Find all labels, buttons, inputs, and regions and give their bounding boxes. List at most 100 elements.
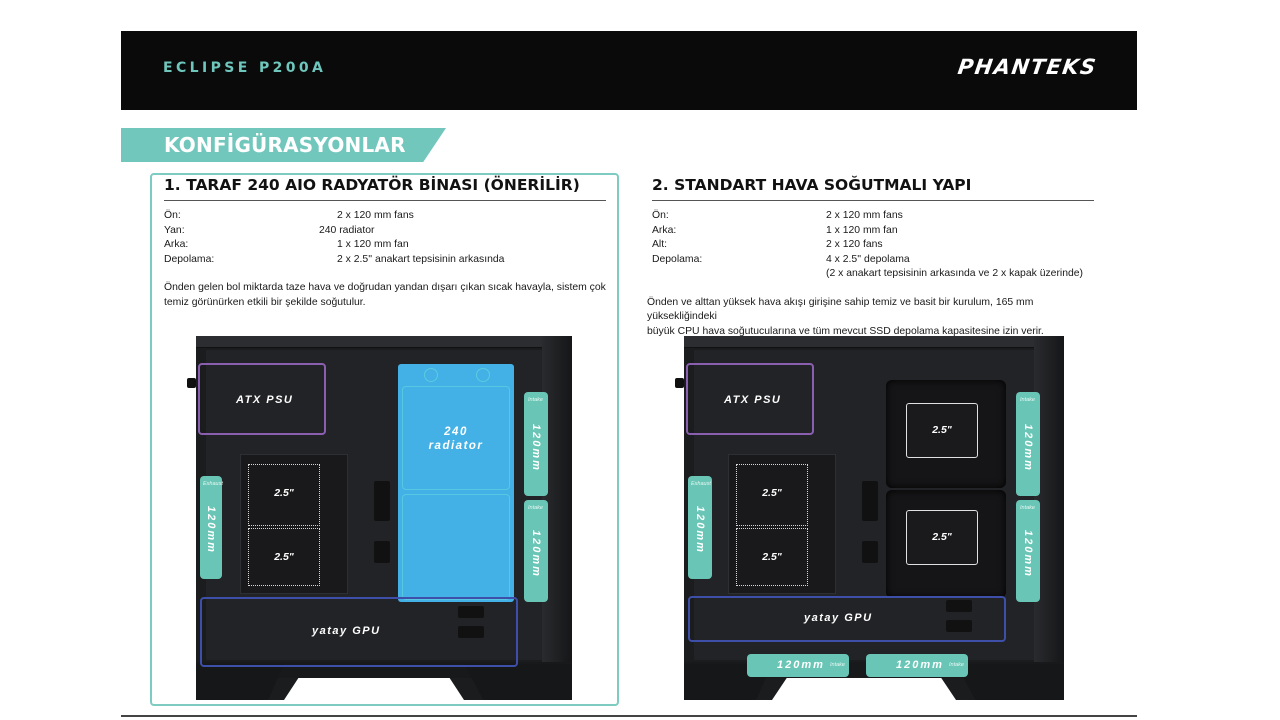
fan-front-bottom-intake: Intake 120mm — [1016, 500, 1040, 602]
fan-front-top-intake: Intake 120mm — [524, 392, 548, 496]
product-name: ECLIPSE P200A — [163, 60, 327, 76]
fan-rear-exhaust: Exhaust 120mm — [200, 476, 223, 579]
spec-row: Yan: 240 radiator — [164, 224, 606, 239]
config-1: 1. TARAF 240 AIO RADYATÖR BİNASI (ÖNERİL… — [164, 176, 606, 310]
drive-slot: 2.5" — [248, 464, 320, 526]
description-line: büyük CPU hava soğutucularına ve tüm mev… — [647, 325, 1044, 337]
footer-divider — [121, 715, 1137, 717]
spec-row: Alt: 2 x 120 fans — [652, 238, 1094, 253]
fan-tag: Intake — [830, 662, 845, 668]
gpu-label: yatay GPU — [804, 612, 873, 624]
psu-zone: ATX PSU — [686, 363, 814, 435]
case-diagram-1: 2.5" 2.5" 240 radiator ATX PSU Exhaust 1… — [187, 336, 572, 700]
spec-row: (2 x anakart tepsisinin arkasında ve 2 x… — [652, 267, 1094, 282]
gpu-zone: yatay GPU — [200, 597, 518, 667]
psu-zone: ATX PSU — [198, 363, 326, 435]
drive-slot: 2.5" — [248, 528, 320, 586]
spec-value: 4 x 2.5'' depolama — [826, 253, 910, 265]
fan-front-top-intake: Intake 120mm — [1016, 392, 1040, 496]
spec-key: Alt: — [652, 239, 668, 250]
fan-tag: Intake — [949, 662, 964, 668]
spec-row: Ön: 2 x 120 mm fans — [652, 209, 1094, 224]
case-front-panel — [542, 336, 572, 664]
spec-value: 2 x 120 mm fans — [826, 210, 903, 221]
description-line: Önden gelen bol miktarda taze hava ve do… — [164, 282, 606, 293]
case-top-panel — [196, 336, 572, 348]
case-diagram-2: 2.5" 2.5" 2.5" 2.5" ATX PSU Exhaust 120m… — [675, 336, 1064, 700]
spec-row: Arka: 1 x 120 mm fan — [652, 224, 1094, 239]
radiator-240: 240 radiator — [398, 364, 514, 602]
header-bar: ECLIPSE P200A PHANTEKS — [121, 31, 1137, 110]
radiator-label: radiator — [428, 440, 484, 452]
description-line: temiz görünürken etkili bir şekilde soğu… — [164, 296, 366, 308]
fan-size: 120mm — [1022, 530, 1034, 578]
thumb-screw-icon — [675, 378, 684, 388]
fan-size: 120mm — [777, 659, 825, 671]
spec-value: 1 x 120 mm fan — [337, 239, 409, 250]
drive-label: 2.5" — [932, 531, 952, 543]
drive-label: 2.5" — [932, 424, 952, 436]
spec-key: Yan: — [164, 224, 185, 236]
fan-tag: Exhaust — [691, 481, 711, 487]
brand-logo: PHANTEKS — [956, 55, 1099, 79]
spec-value: 240 radiator — [319, 224, 375, 236]
drive-plate — [240, 454, 348, 594]
spec-key: Arka: — [164, 239, 189, 250]
spec-key: Arka: — [652, 224, 677, 236]
drive-plate — [728, 454, 836, 594]
thumb-screw-icon — [187, 378, 196, 388]
fan-tag: Intake — [528, 397, 543, 403]
config-title: 2. STANDART HAVA SOĞUTMALI YAPI — [652, 176, 1094, 201]
spec-row: Ön: 2 x 120 mm fans — [164, 209, 606, 224]
recommended-frame — [150, 173, 619, 706]
config-description: Önden ve alttan yüksek hava akışı girişi… — [647, 296, 1094, 340]
fan-rear-exhaust: Exhaust 120mm — [688, 476, 712, 579]
fan-size: 120mm — [205, 506, 217, 554]
spec-row: Depolama: 2 x 2.5'' anakart tepsisinin a… — [164, 253, 606, 268]
case-foot — [956, 664, 1064, 700]
drive-label: 2.5" — [762, 551, 782, 563]
spec-value: 2 x 2.5'' anakart tepsisinin arkasında — [337, 253, 505, 265]
description-line: Önden ve alttan yüksek hava akışı girişi… — [647, 296, 1034, 323]
fan-size: 120mm — [530, 530, 542, 578]
drive-label: 2.5" — [274, 551, 294, 563]
psu-label: ATX PSU — [724, 394, 782, 406]
spec-key: Ön: — [652, 210, 669, 221]
fan-tag: Exhaust — [203, 481, 223, 487]
drive-box: 2.5" — [906, 510, 978, 565]
drive-box: 2.5" — [906, 403, 978, 458]
config-2: 2. STANDART HAVA SOĞUTMALI YAPI Ön: 2 x … — [647, 176, 1094, 339]
fan-size: 120mm — [896, 659, 944, 671]
spec-value: 1 x 120 mm fan — [826, 224, 898, 236]
spec-row: Arka: 1 x 120 mm fan — [164, 238, 606, 253]
radiator-label: 240 — [444, 426, 468, 438]
spec-value: 2 x 120 mm fans — [337, 210, 414, 221]
psu-label: ATX PSU — [236, 394, 294, 406]
spec-value: 2 x 120 fans — [826, 239, 883, 250]
drive-slot: 2.5" — [736, 528, 808, 586]
fan-size: 120mm — [530, 424, 542, 472]
gpu-zone: yatay GPU — [688, 596, 1006, 642]
spec-key: Depolama: — [652, 253, 703, 265]
fan-bottom-left-intake: 120mm Intake — [747, 654, 849, 677]
drive-label: 2.5" — [274, 487, 294, 499]
gpu-label: yatay GPU — [312, 625, 381, 637]
fan-bottom-right-intake: 120mm Intake — [866, 654, 968, 677]
section-banner: KONFİGÜRASYONLAR — [121, 128, 446, 162]
fan-tag: Intake — [1020, 505, 1035, 511]
spec-list: Ön: 2 x 120 mm fans Yan: 240 radiator Ar… — [164, 209, 606, 267]
case-foot — [464, 664, 572, 700]
case-front-panel — [1034, 336, 1064, 664]
spec-key: Ön: — [164, 210, 181, 221]
drive-slot: 2.5" — [736, 464, 808, 526]
config-description: Önden gelen bol miktarda taze hava ve do… — [164, 281, 606, 310]
spec-key: Depolama: — [164, 253, 215, 265]
case-foot — [196, 664, 284, 700]
fan-tag: Intake — [1020, 397, 1035, 403]
fan-size: 120mm — [694, 506, 706, 554]
fan-tag: Intake — [528, 505, 543, 511]
spec-row: Depolama: 4 x 2.5'' depolama — [652, 253, 1094, 268]
config-title: 1. TARAF 240 AIO RADYATÖR BİNASI (ÖNERİL… — [164, 176, 606, 201]
spec-value: (2 x anakart tepsisinin arkasında ve 2 x… — [826, 268, 1084, 279]
section-title: KONFİGÜRASYONLAR — [164, 133, 406, 157]
